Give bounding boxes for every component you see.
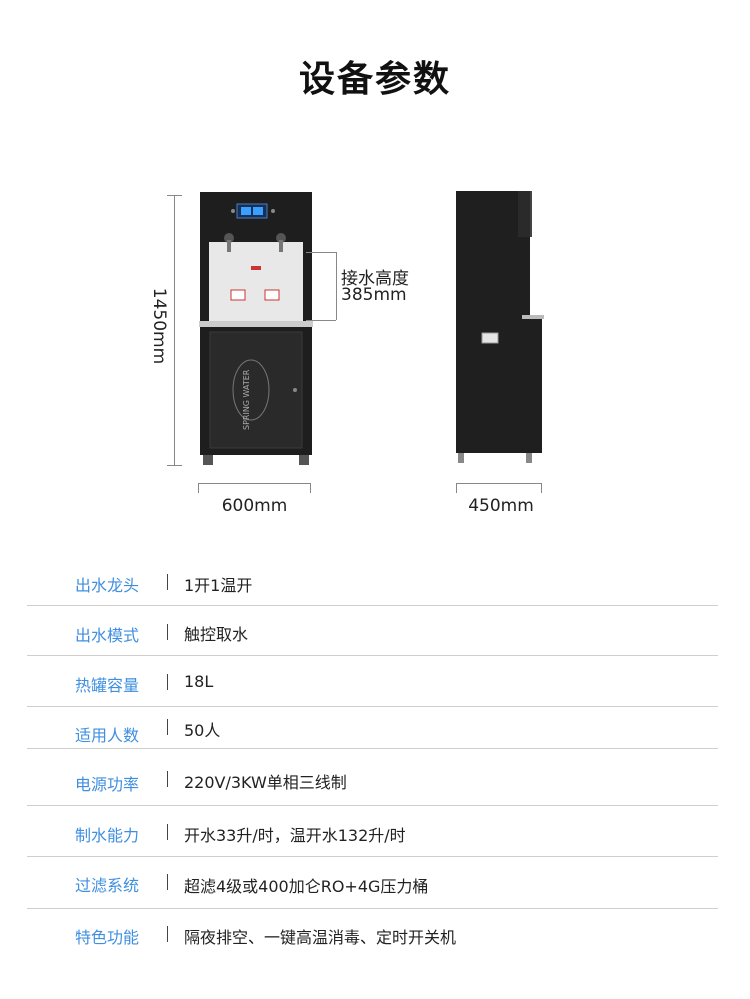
spec-separator — [167, 674, 168, 690]
spec-separator — [167, 624, 168, 640]
water-height-line-top — [306, 252, 336, 253]
spec-row: 过滤系统 超滤4级或400加仑RO+4G压力桶 — [27, 857, 718, 909]
spec-separator — [167, 771, 168, 787]
spec-label: 出水龙头 — [75, 576, 140, 595]
spec-row: 出水龙头 1开1温开 — [27, 562, 718, 606]
side-width-cap-right — [541, 483, 542, 493]
height-dimension-line — [174, 195, 175, 465]
spec-row: 特色功能 隔夜排空、一键高温消毒、定时开关机 — [27, 909, 718, 959]
spec-value: 超滤4级或400加仑RO+4G压力桶 — [184, 877, 429, 896]
spec-value: 隔夜排空、一键高温消毒、定时开关机 — [184, 928, 457, 947]
spec-separator — [167, 719, 168, 735]
front-width-cap-left — [198, 483, 199, 493]
spec-label: 制水能力 — [75, 826, 140, 845]
water-height-value: 385mm — [341, 285, 407, 305]
spec-label: 特色功能 — [75, 928, 140, 947]
svg-text:SPRING WATER: SPRING WATER — [242, 369, 251, 430]
spec-row: 出水模式 触控取水 — [27, 606, 718, 656]
spec-label: 出水模式 — [75, 626, 140, 645]
spec-separator — [167, 926, 168, 942]
water-height-line-bottom — [306, 320, 336, 321]
spec-separator — [167, 824, 168, 840]
water-height-line-vertical — [336, 252, 337, 320]
spec-separator — [167, 874, 168, 890]
spec-separator — [167, 574, 168, 590]
front-width-cap-right — [310, 483, 311, 493]
side-width-label: 450mm — [468, 496, 534, 516]
spec-row: 电源功率 220V/3KW单相三线制 — [27, 749, 718, 806]
height-dimension-cap-top — [167, 195, 182, 196]
side-view-machine — [456, 191, 544, 463]
spec-value: 1开1温开 — [184, 576, 253, 595]
page-title: 设备参数 — [298, 59, 451, 100]
spec-label: 过滤系统 — [75, 876, 140, 895]
spec-row: 适用人数 50人 — [27, 707, 718, 749]
spec-label: 适用人数 — [75, 726, 140, 745]
spec-row: 热罐容量 18L — [27, 656, 718, 707]
front-width-line — [198, 483, 311, 484]
side-width-line — [456, 483, 542, 484]
spec-label: 热罐容量 — [75, 676, 140, 695]
spec-row: 制水能力 开水33升/时，温开水132升/时 — [27, 806, 718, 857]
spec-value: 18L — [184, 672, 214, 691]
spec-value: 50人 — [184, 721, 221, 740]
front-view-machine: SPRING WATER — [199, 192, 313, 465]
water-height-label: 接水高度 — [341, 269, 409, 289]
front-width-label: 600mm — [221, 496, 288, 516]
height-dimension-label: 1450mm — [149, 287, 169, 365]
spec-value: 触控取水 — [184, 625, 249, 644]
spec-value: 220V/3KW单相三线制 — [184, 773, 347, 792]
spec-label: 电源功率 — [75, 775, 140, 794]
side-width-cap-left — [456, 483, 457, 493]
spec-value: 开水33升/时，温开水132升/时 — [184, 826, 406, 845]
height-dimension-cap-bottom — [167, 465, 182, 466]
